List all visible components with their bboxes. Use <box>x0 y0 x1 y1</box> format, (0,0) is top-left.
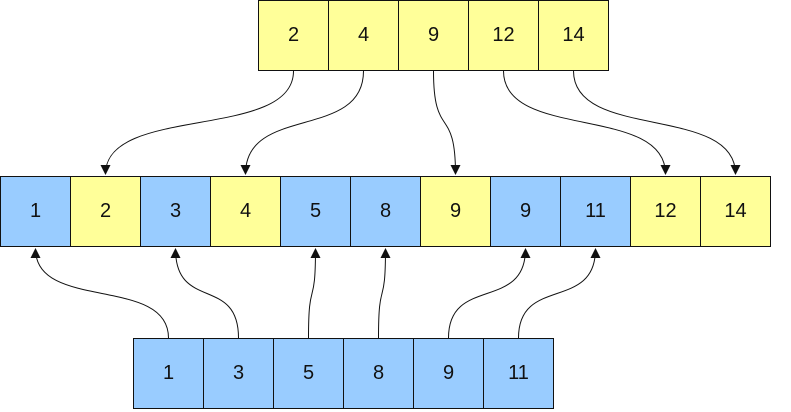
bottom-cell: 5 <box>273 338 344 409</box>
bottom-to-merged-arrow <box>378 248 391 339</box>
merged-array: 1 2 3 4 5 8 9 9 11 12 14 <box>0 176 771 247</box>
top-cell: 9 <box>398 0 469 71</box>
merged-cell: 9 <box>420 176 491 247</box>
top-to-merged-arrow <box>573 70 741 175</box>
top-array: 2 4 9 12 14 <box>258 0 609 71</box>
merged-cell: 2 <box>70 176 141 247</box>
bottom-cell: 8 <box>343 338 414 409</box>
merged-cell: 14 <box>700 176 771 247</box>
bottom-cell: 9 <box>413 338 484 409</box>
top-to-merged-arrow <box>433 70 461 175</box>
bottom-cell: 11 <box>483 338 554 409</box>
top-to-merged-arrow <box>100 70 294 175</box>
merged-cell: 12 <box>630 176 701 247</box>
bottom-to-merged-arrow <box>448 248 531 339</box>
top-to-merged-arrow <box>240 70 364 175</box>
merged-cell: 11 <box>560 176 631 247</box>
top-cell: 4 <box>328 0 399 71</box>
bottom-cell: 1 <box>133 338 204 409</box>
bottom-to-merged-arrow <box>518 248 601 339</box>
bottom-to-merged-arrow <box>30 248 169 339</box>
merged-cell: 3 <box>140 176 211 247</box>
merged-cell: 8 <box>350 176 421 247</box>
bottom-array: 1 3 5 8 9 11 <box>133 338 554 409</box>
top-cell: 12 <box>468 0 539 71</box>
bottom-to-merged-arrow <box>308 248 321 339</box>
top-to-merged-arrow <box>503 70 671 175</box>
top-cell: 14 <box>538 0 609 71</box>
bottom-cell: 3 <box>203 338 274 409</box>
merged-cell: 1 <box>0 176 71 247</box>
merged-cell: 4 <box>210 176 281 247</box>
bottom-to-merged-arrow <box>170 248 239 339</box>
top-cell: 2 <box>258 0 329 71</box>
merged-cell: 5 <box>280 176 351 247</box>
merged-cell: 9 <box>490 176 561 247</box>
